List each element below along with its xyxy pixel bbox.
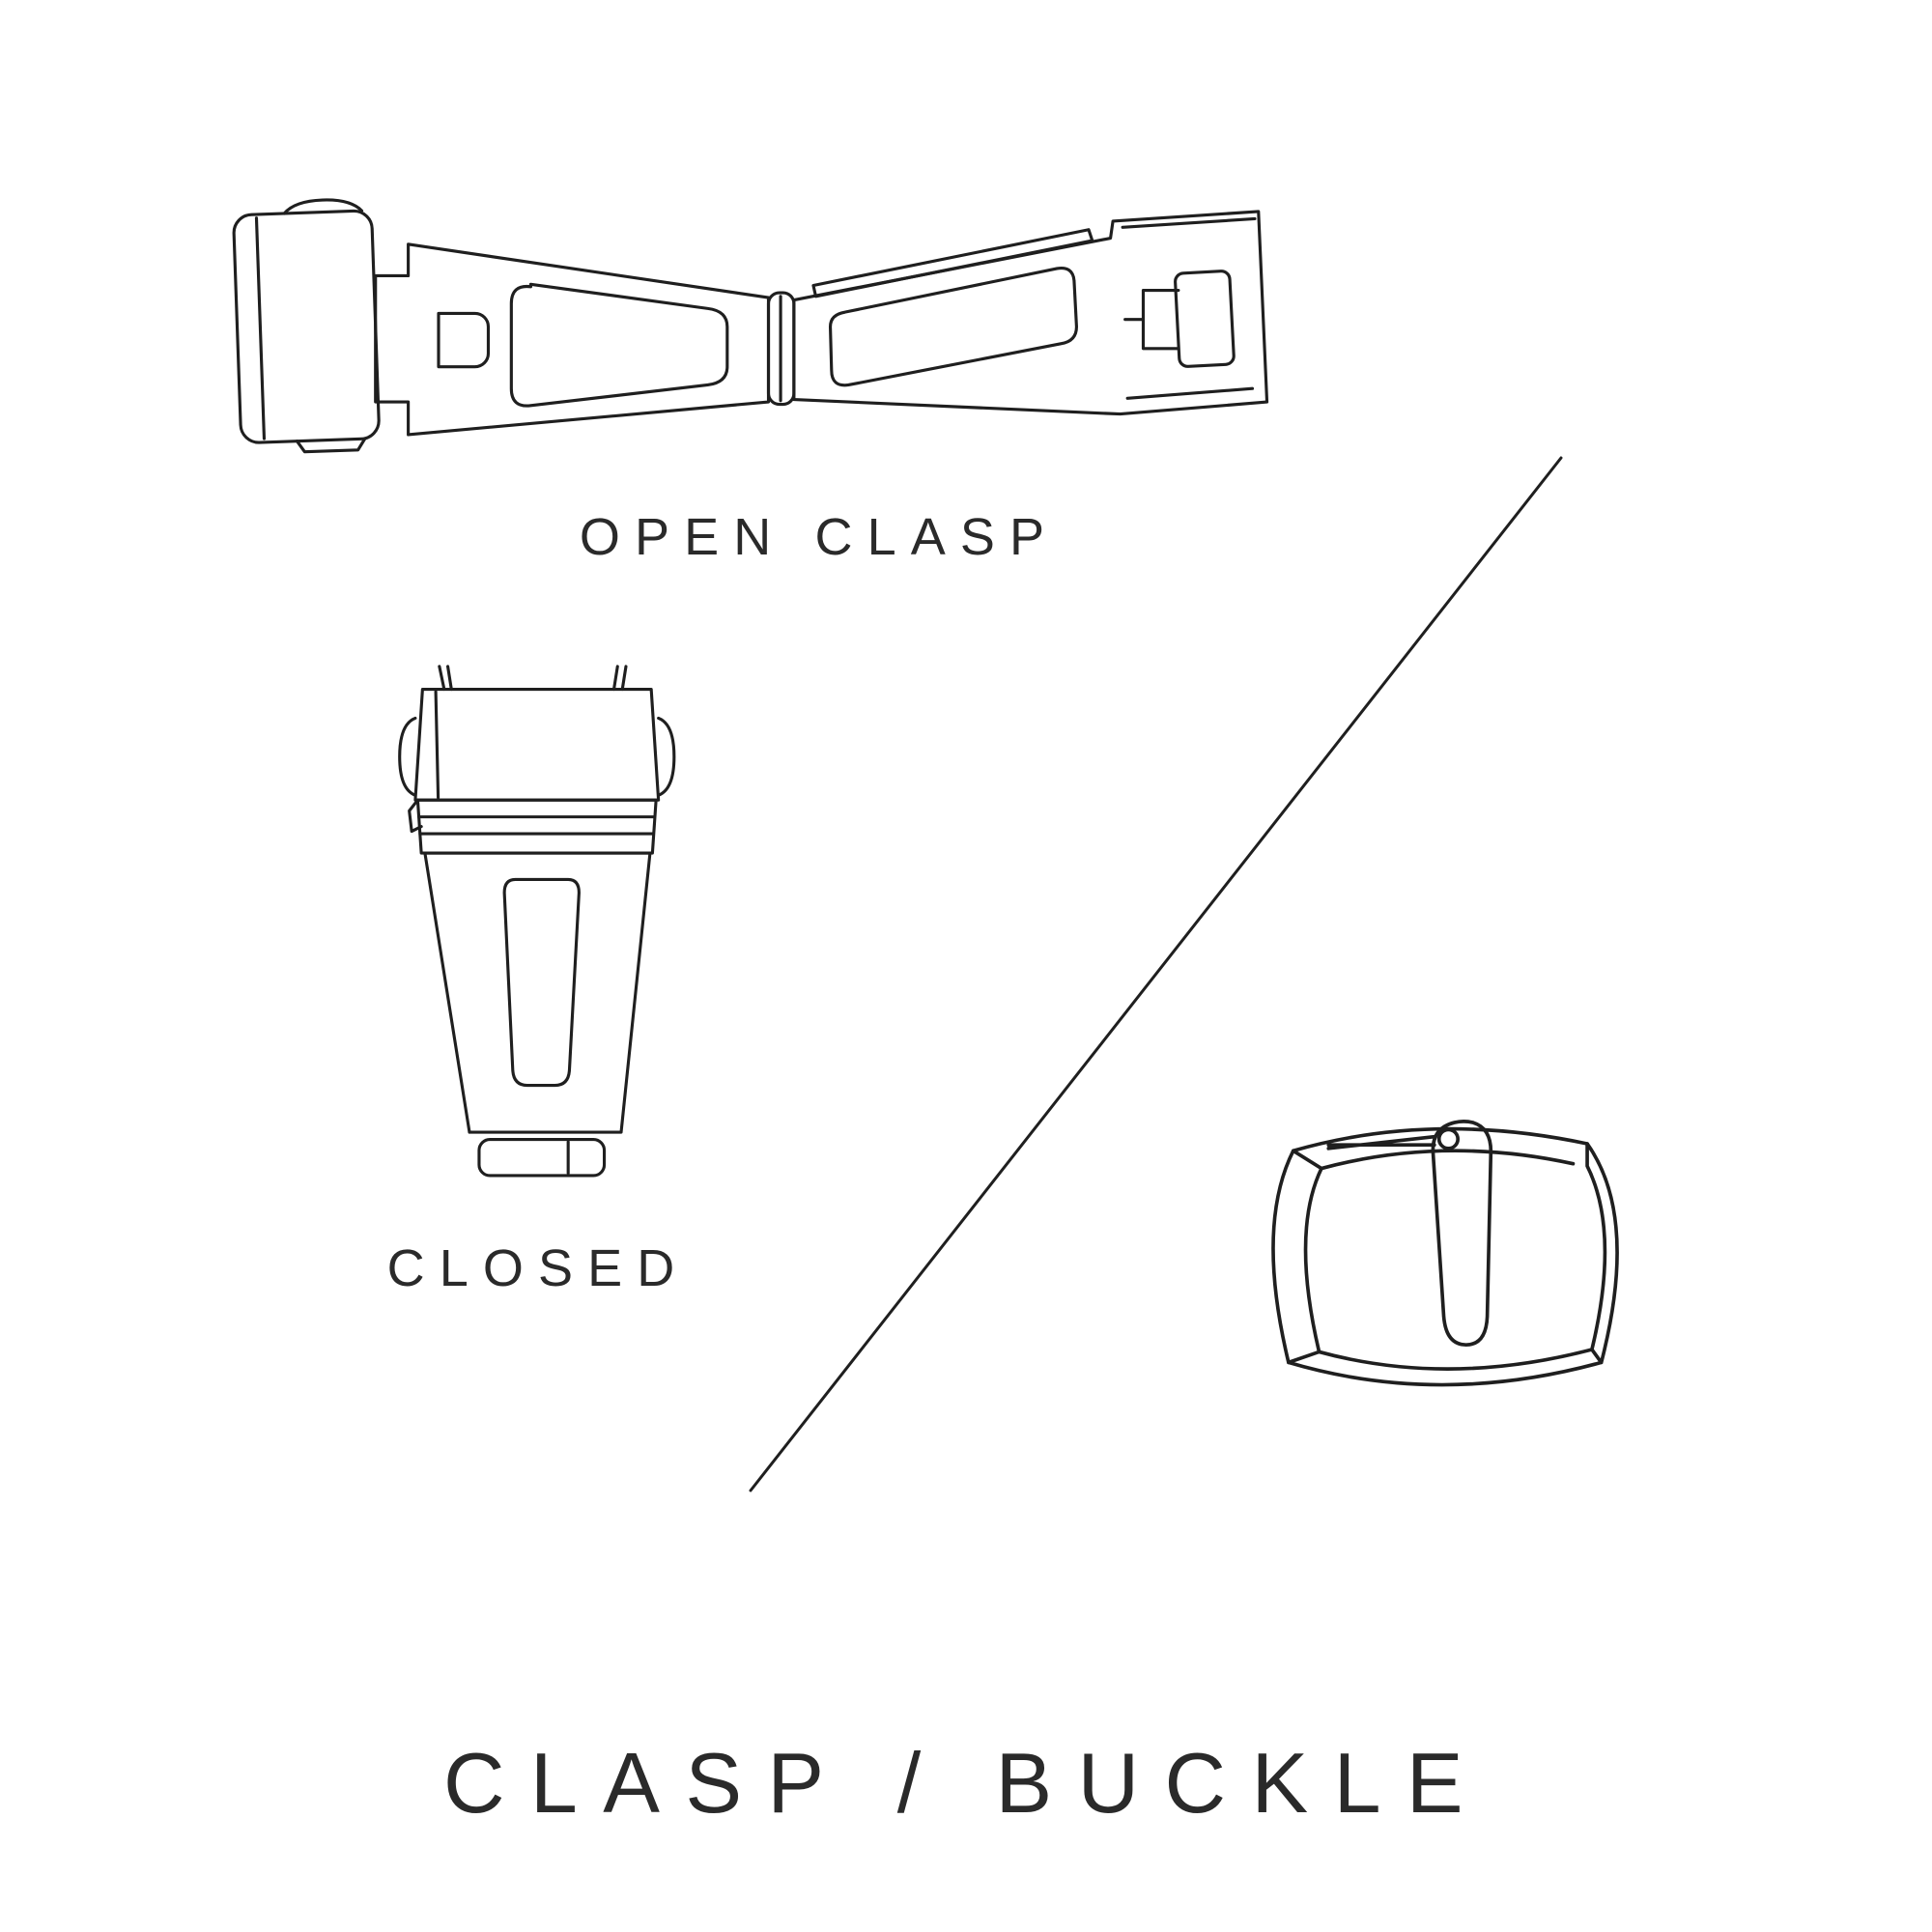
diagonal-divider-line <box>749 456 1563 1492</box>
open-clasp-label: OPEN CLASP <box>579 508 1060 566</box>
closed-label: CLOSED <box>386 1239 690 1297</box>
title-label: CLASP / BUCKLE <box>442 1735 1490 1831</box>
tang-buckle-illustration <box>1271 1120 1619 1387</box>
closed-clasp-illustration <box>398 665 676 1178</box>
open-clasp-illustration <box>232 198 1269 454</box>
